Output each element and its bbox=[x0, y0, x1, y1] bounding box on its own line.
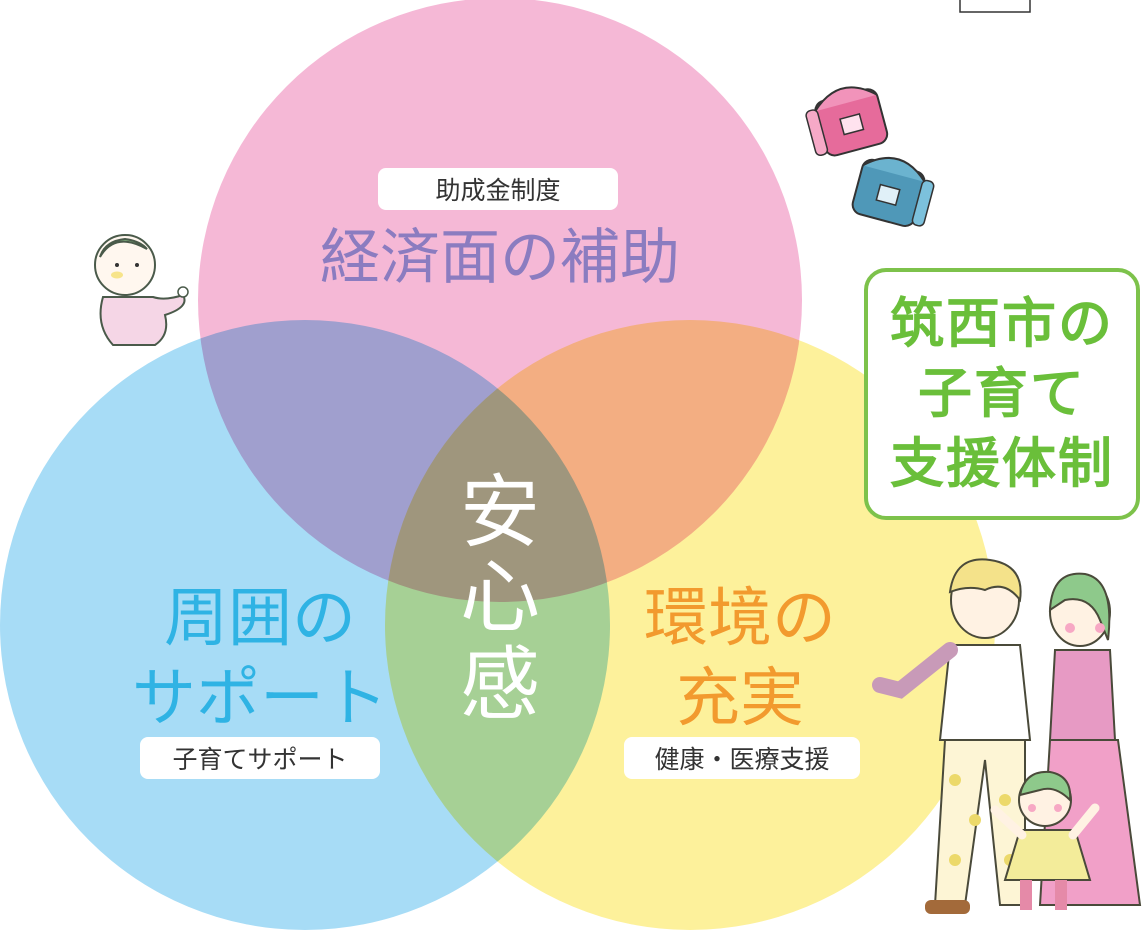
pill-environment-text: 健康・医療支援 bbox=[654, 745, 829, 774]
family-icon bbox=[872, 558, 1142, 914]
corner-frame bbox=[959, 0, 1031, 13]
title-support-line2: サポート bbox=[132, 662, 388, 736]
center-char-3: 感 bbox=[460, 638, 540, 731]
title-environment-line2: 充実 bbox=[676, 662, 804, 736]
center-char-2: 心 bbox=[460, 551, 540, 644]
pill-support-text: 子育てサポート bbox=[172, 745, 347, 774]
title-box-line3: 支援体制 bbox=[890, 432, 1114, 495]
pill-support bbox=[140, 737, 380, 779]
title-support-line1: 周囲の bbox=[164, 582, 356, 656]
title-box: 筑西市の 子育て 支援体制 bbox=[864, 268, 1140, 520]
school-bag-icon bbox=[805, 86, 935, 227]
title-environment-line1: 環境の bbox=[644, 582, 836, 656]
title-box-line2: 子育て bbox=[918, 362, 1086, 425]
pill-environment bbox=[624, 737, 860, 779]
pill-economic-text: 助成金制度 bbox=[435, 176, 560, 205]
baby-icon bbox=[94, 234, 189, 346]
title-economic: 経済面の補助 bbox=[320, 223, 680, 293]
pill-economic bbox=[378, 168, 618, 210]
center-char-1: 安 bbox=[460, 466, 540, 559]
title-box-line1: 筑西市の bbox=[890, 292, 1114, 355]
